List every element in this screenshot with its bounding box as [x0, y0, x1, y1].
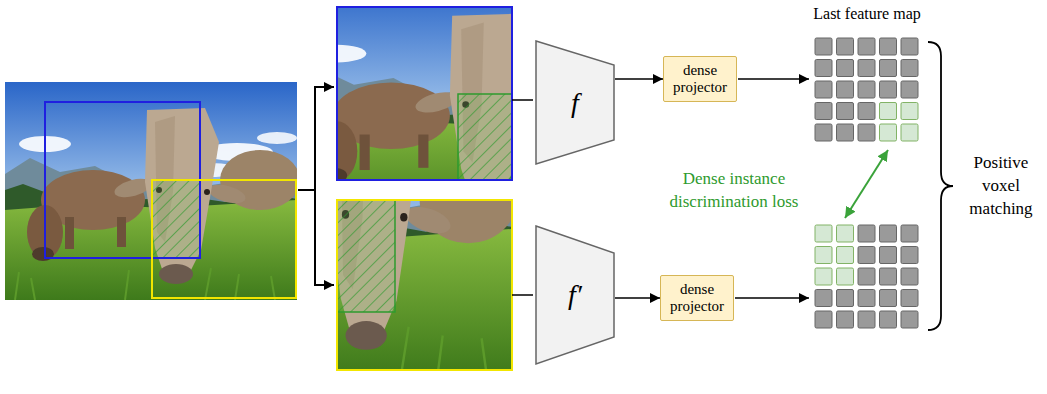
loss-arrow: [845, 150, 888, 218]
feature-cell: [815, 247, 832, 264]
crop-border-blue: [337, 7, 512, 180]
overlap-region: [152, 180, 200, 258]
feature-cell: [880, 103, 897, 120]
feature-cell: [815, 38, 832, 55]
feature-cell: [837, 290, 854, 307]
encoder-trapezoid: f: [535, 40, 615, 165]
feature-cell: [880, 225, 897, 242]
overlap-region: [458, 94, 512, 180]
encoder-name: f′: [568, 281, 582, 309]
feature-cell: [880, 290, 897, 307]
overlap-region: [152, 180, 200, 258]
feature-cell: [837, 81, 854, 98]
view-crop: [337, 7, 512, 180]
feature-cell: [815, 311, 832, 328]
trapezoid-shape: [536, 226, 614, 364]
feature-grids: [815, 38, 918, 328]
feature-cell: [815, 225, 832, 242]
trapezoid-shape: [536, 41, 614, 164]
feature-cell: [837, 247, 854, 264]
feature-cell: [901, 60, 918, 77]
feature-cell: [901, 38, 918, 55]
feature-cell: [858, 268, 875, 285]
feature-cell: [837, 38, 854, 55]
view-crop: [337, 200, 512, 370]
feature-cell: [858, 290, 875, 307]
feature-cell: [901, 311, 918, 328]
projector-label: dense projector: [667, 281, 727, 316]
feature-cell: [901, 268, 918, 285]
projector-box: dense projector: [663, 56, 737, 102]
feature-cell: [815, 268, 832, 285]
feature-cell: [858, 311, 875, 328]
source-photo: [5, 82, 300, 300]
feature-cell: [880, 268, 897, 285]
projector-box: dense projector: [660, 275, 734, 321]
feature-cell: [837, 103, 854, 120]
crop-box-yellow: [152, 180, 296, 298]
encoder-name: f: [571, 89, 579, 117]
feature-cell: [901, 124, 918, 141]
feature-cell: [815, 81, 832, 98]
feature-cell: [880, 81, 897, 98]
matching-label: Positive voxel matching: [958, 152, 1044, 221]
feature-cell: [815, 60, 832, 77]
feature-cell: [858, 247, 875, 264]
grid-title: Last feature map: [806, 3, 928, 25]
overlap-region: [337, 200, 395, 312]
feature-cell: [901, 247, 918, 264]
feature-cell: [880, 311, 897, 328]
input-line: [512, 99, 533, 101]
feature-cell: [901, 103, 918, 120]
feature-cell: [901, 225, 918, 242]
feature-cell: [837, 60, 854, 77]
split-arrow: [314, 86, 334, 88]
feature-cell: [858, 225, 875, 242]
feature-cell: [815, 124, 832, 141]
feature-cell: [837, 225, 854, 242]
projector-label: dense projector: [670, 62, 730, 97]
feature-cell: [880, 124, 897, 141]
split-arrow: [314, 284, 334, 286]
output-arrow: [735, 297, 809, 299]
output-arrow: [738, 78, 809, 80]
feature-cell: [901, 81, 918, 98]
feature-cell: [837, 268, 854, 285]
feature-cell: [880, 247, 897, 264]
feature-cell: [858, 60, 875, 77]
feature-cell: [815, 103, 832, 120]
connector-arrow: [615, 78, 663, 80]
feature-cell: [837, 311, 854, 328]
feature-cell: [880, 38, 897, 55]
feature-cell: [858, 124, 875, 141]
feature-cell: [901, 290, 918, 307]
curly-bracket: [928, 42, 953, 330]
encoder-trapezoid: f′: [535, 225, 615, 365]
input-line: [512, 294, 533, 296]
feature-cell: [858, 38, 875, 55]
overlap-region: [337, 200, 395, 312]
feature-cell: [815, 290, 832, 307]
feature-cell: [858, 103, 875, 120]
feature-cell: [880, 60, 897, 77]
loss-label: Dense instance discrimination loss: [656, 168, 812, 214]
feature-cell: [858, 81, 875, 98]
connector-arrow: [615, 297, 660, 299]
feature-cell: [837, 124, 854, 141]
crop-border-yellow: [337, 200, 512, 370]
overlap-region: [458, 94, 512, 180]
split-line: [298, 87, 315, 285]
